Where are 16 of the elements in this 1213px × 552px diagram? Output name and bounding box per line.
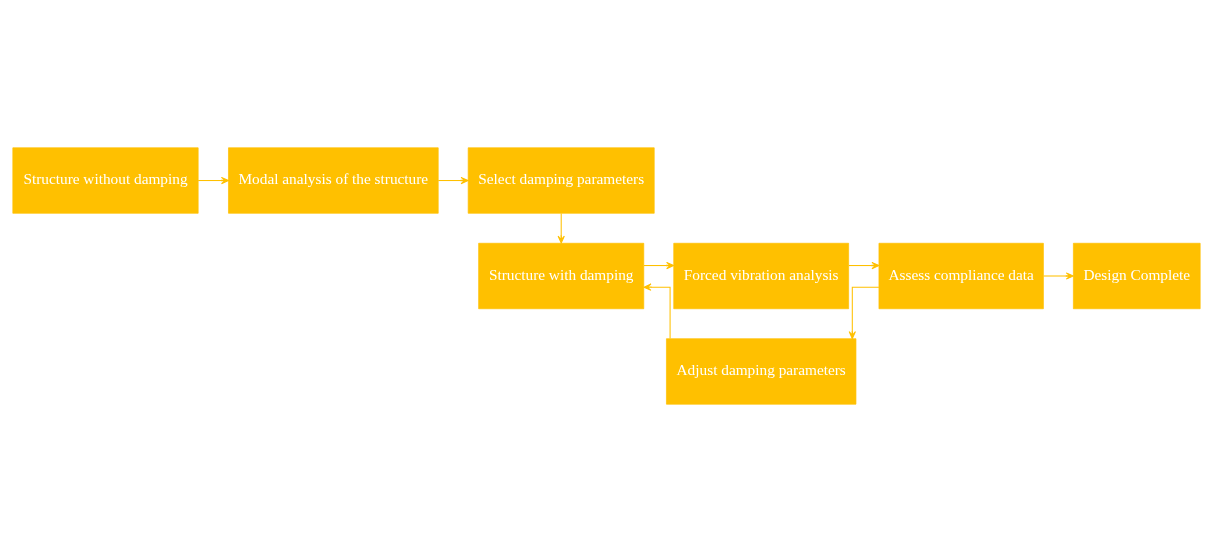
node-box: Assess compliance data bbox=[878, 242, 1044, 310]
arrow bbox=[437, 176, 469, 185]
arrow bbox=[643, 283, 671, 340]
node-box: Adjust damping parameters bbox=[666, 338, 857, 405]
arrow bbox=[1043, 272, 1074, 280]
arrow bbox=[848, 261, 880, 270]
node-box: Select damping parameters bbox=[467, 147, 655, 214]
node-box: Structure with damping bbox=[478, 242, 645, 310]
arrow bbox=[848, 286, 880, 340]
node-box: Design Complete bbox=[1073, 242, 1201, 310]
arrow bbox=[643, 261, 675, 270]
node-box: Modal analysis of the structure bbox=[228, 147, 439, 214]
node-box: Structure without damping bbox=[12, 147, 199, 214]
node-box: Forced vibration analysis bbox=[673, 242, 849, 310]
arrow bbox=[557, 212, 565, 244]
arrow bbox=[197, 176, 229, 185]
